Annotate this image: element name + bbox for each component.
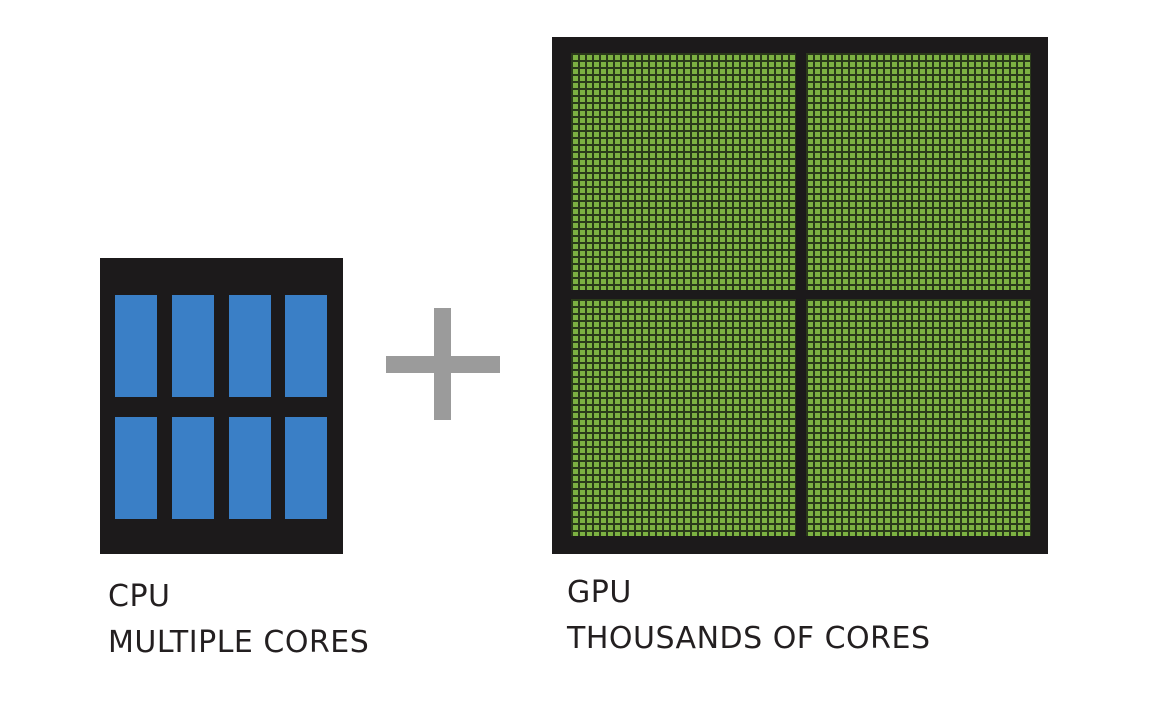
cpu-core xyxy=(285,295,327,397)
cpu-title: CPU xyxy=(108,579,171,614)
cpu-core xyxy=(172,417,214,519)
cpu-core xyxy=(229,295,271,397)
gpu-core-array xyxy=(571,299,796,536)
cpu-core xyxy=(285,417,327,519)
cpu-core xyxy=(115,295,157,397)
cpu-chip xyxy=(100,258,343,554)
gpu-subtitle: THOUSANDS OF CORES xyxy=(567,621,931,656)
cpu-core xyxy=(172,295,214,397)
gpu-title: GPU xyxy=(567,575,632,610)
plus-icon xyxy=(386,308,500,420)
gpu-core-array xyxy=(806,299,1031,536)
gpu-chip xyxy=(552,37,1048,554)
cpu-subtitle: MULTIPLE CORES xyxy=(108,625,370,660)
plus-vertical-bar xyxy=(434,308,451,420)
cpu-core xyxy=(115,417,157,519)
gpu-core-array xyxy=(806,53,1031,290)
gpu-core-array xyxy=(571,53,796,290)
cpu-core xyxy=(229,417,271,519)
